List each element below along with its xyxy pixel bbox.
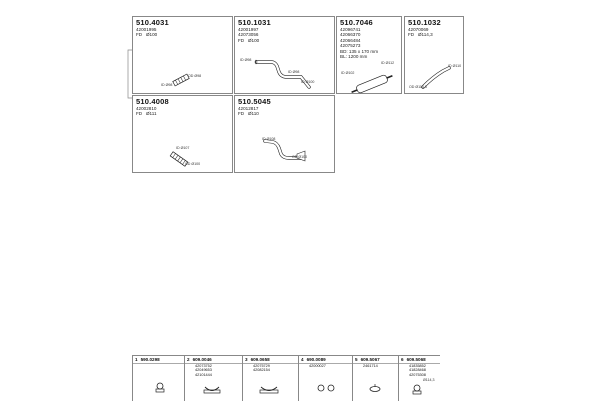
accessory-number: 590.0298 <box>140 357 160 362</box>
dimension-label: ID Ø108 <box>262 137 276 141</box>
muffler-part-drawing <box>351 74 393 94</box>
accessory-index: 3 <box>245 357 248 362</box>
part-number: 510.1031 <box>238 18 271 27</box>
dimension-label: ID Ø112 <box>381 61 395 65</box>
accessory-number: 609.5067 <box>360 357 380 362</box>
bent-pipe-part-drawing <box>421 66 451 89</box>
u-clamp-icon <box>203 386 221 394</box>
dimension-label: OD Ø100 <box>292 155 308 159</box>
clamp-part-drawing <box>172 73 190 87</box>
accessory-number: 690.0089 <box>306 357 326 362</box>
part-number: 510.4031 <box>136 18 169 27</box>
dimension-label: ID Ø98 <box>288 70 300 74</box>
part-number: 510.1032 <box>408 18 441 27</box>
dimension-label: ID Ø98 <box>161 83 173 87</box>
accessory-details: 42000027 <box>309 364 326 368</box>
pipe-part-drawing <box>254 59 311 89</box>
tail-pipe-part-drawing <box>263 139 306 162</box>
dimension-label: OD Ø100 <box>185 162 201 166</box>
accessory-number: 609.0658 <box>250 357 270 362</box>
dimension-label: OD Ø98 <box>188 74 202 78</box>
accessory-index: 2 <box>187 357 190 362</box>
dimension-label: ID Ø98 <box>240 58 252 62</box>
clamp-icon <box>155 382 165 393</box>
accessory-index: 4 <box>301 357 304 362</box>
accessory-details: 2461714 <box>363 364 378 368</box>
part-number: 510.4008 <box>136 97 169 106</box>
accessory-index: 5 <box>355 357 358 362</box>
dimension-label: ID Ø110 <box>448 64 462 68</box>
accessory-index: 1 <box>135 357 138 362</box>
dimension-label: ID Ø100 <box>301 80 315 84</box>
part-number: 510.5045 <box>238 97 271 106</box>
part-number: 510.7046 <box>340 18 373 27</box>
hanger-icon <box>317 384 335 392</box>
u-clamp-icon <box>259 386 279 394</box>
accessory-index: 6 <box>401 357 404 362</box>
accessory-number: 609.0046 <box>192 357 212 362</box>
dimension-label: OD Ø114,3 <box>409 85 427 89</box>
bracket-icon <box>369 384 381 392</box>
clamp-icon <box>412 384 422 395</box>
accessories-header-rule <box>132 363 440 364</box>
flex-pipe-part-drawing <box>169 151 189 167</box>
dimension-label: ID Ø107 <box>176 146 190 150</box>
dimension-label: ID Ø102 <box>341 71 355 75</box>
dimension-label: Ø114,3 <box>423 378 435 382</box>
accessory-number: 609.5068 <box>406 357 426 362</box>
